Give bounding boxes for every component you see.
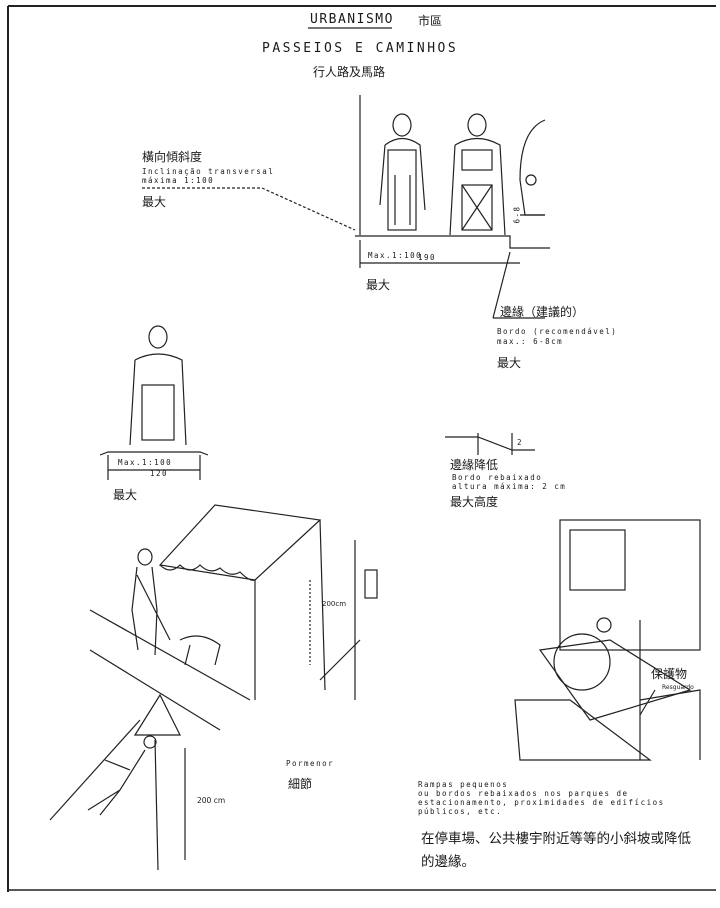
ramp-caption-zh-1: 在停車場、公共樓宇附近等等的小斜坡或降低	[421, 831, 691, 847]
slope-label-pt-2: máxima 1:100	[142, 176, 215, 185]
detail-label-pt: Pormenor	[286, 759, 335, 768]
mid-dim-max-zh: 最大	[113, 488, 138, 502]
curb-label-pt-2: max.: 6-8cm	[497, 337, 564, 346]
awning-height: 200cm	[322, 600, 347, 608]
curb-dim: 6-8	[512, 205, 522, 224]
ramp-caption-pt-3: estacionamento, proximidades de edifício…	[418, 798, 665, 807]
mid-dim-width: 120	[150, 469, 169, 478]
page-title-zh: 行人路及馬路	[313, 65, 386, 79]
slope-max-zh: 最大	[142, 195, 167, 209]
page-title-pt: PASSEIOS E CAMINHOS	[262, 41, 459, 56]
detail-height: 200 cm	[197, 796, 226, 805]
curb-max-zh: 最大	[497, 356, 522, 370]
ramp-wheelchair-drawing	[514, 519, 701, 761]
lowered-curb-label-zh: 邊緣降低	[450, 458, 499, 472]
head-strike-detail-drawing	[49, 693, 186, 871]
curb-label-zh: 邊緣（建議的）	[500, 305, 585, 319]
lowered-curb-max-zh: 最大高度	[450, 495, 499, 509]
lowered-curb-drawing	[445, 433, 535, 455]
sidewalk-section-drawing	[142, 95, 550, 319]
section-title-zh: 市區	[418, 14, 443, 28]
lowered-curb-label-pt-1: Bordo rebaixado	[452, 473, 543, 482]
section-title-pt: URBANISMO	[310, 12, 394, 27]
curb-label-pt-1: Bordo (recomendável)	[497, 327, 618, 336]
detail-label-zh: 細節	[288, 777, 313, 791]
ramp-caption-pt-1: Rampas pequenos	[418, 780, 509, 789]
guard-label-pt: Resguardo	[662, 684, 694, 691]
dim-width: 190	[418, 253, 437, 262]
ramp-caption-pt-2: ou bordos rebaixados nos parques de	[418, 789, 629, 798]
ramp-caption-zh-2: 的邊緣。	[421, 854, 475, 870]
dim-slope: Max.1:100	[368, 251, 423, 260]
ramp-caption-pt-4: públicos, etc.	[418, 807, 503, 816]
guard-label-zh: 保護物	[651, 667, 688, 681]
narrow-sidewalk-drawing	[99, 325, 209, 480]
dim-max-zh: 最大	[366, 278, 391, 292]
awning-pedestrian-drawing	[89, 504, 378, 731]
lowered-curb-label-pt-2: altura máxima: 2 cm	[452, 482, 567, 491]
slope-label-pt-1: Inclinação transversal	[142, 167, 275, 176]
mid-dim-slope: Max.1:100	[118, 458, 173, 467]
slope-label-zh: 橫向傾斜度	[142, 150, 203, 164]
lowered-curb-dim: 2	[517, 438, 524, 447]
